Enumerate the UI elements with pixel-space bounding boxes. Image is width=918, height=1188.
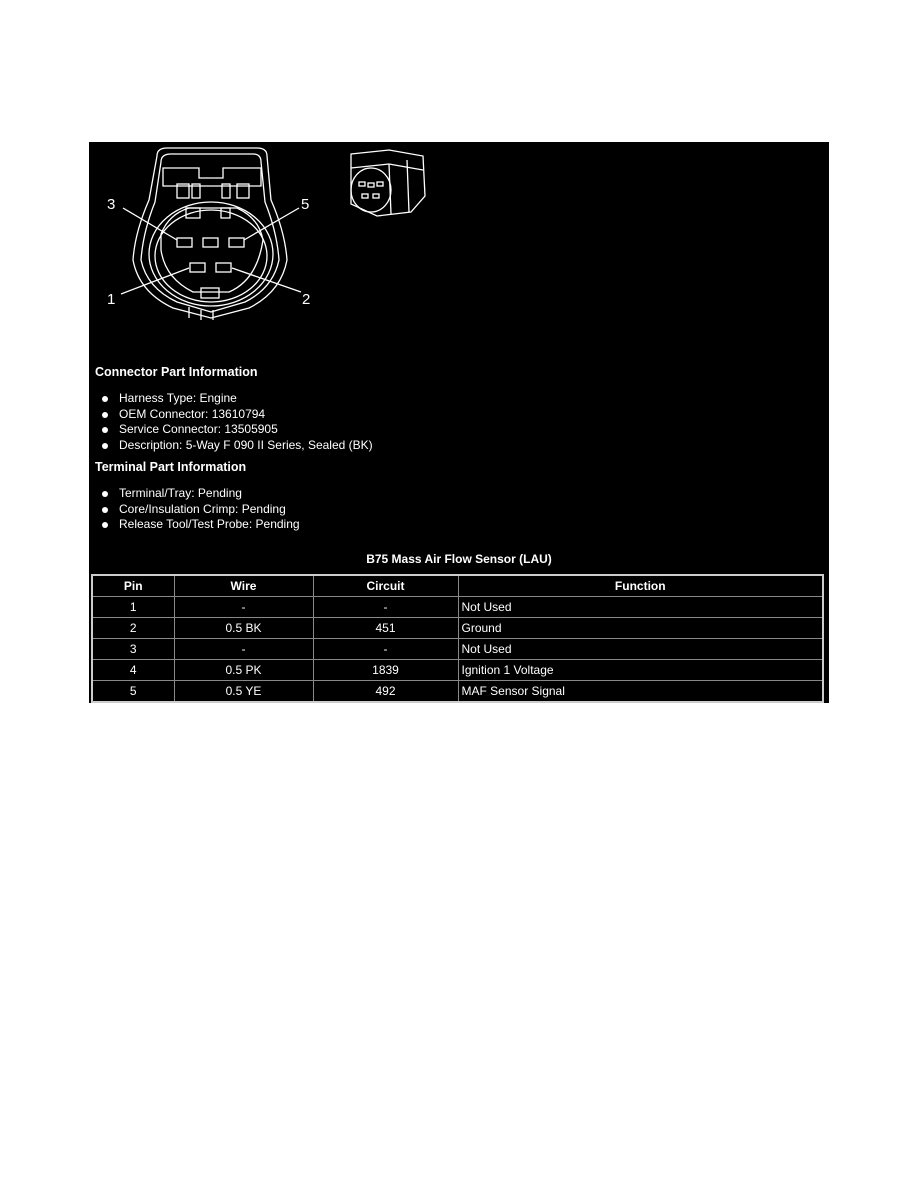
connector-info-list: Harness Type: Engine OEM Connector: 1361… [99, 391, 373, 453]
header-wire: Wire [173, 574, 314, 597]
cell-function: Not Used [457, 638, 824, 660]
table-caption: B75 Mass Air Flow Sensor (LAU) [366, 552, 552, 566]
connector-face-diagram: 3 5 1 2 [107, 147, 426, 320]
table-row: 1--Not Used [91, 596, 824, 618]
header-pin: Pin [91, 574, 175, 597]
cell-circuit: - [312, 596, 459, 618]
cell-function: MAF Sensor Signal [457, 680, 824, 703]
connector-info-heading: Connector Part Information [95, 365, 258, 379]
cell-wire: 0.5 BK [173, 617, 314, 639]
cell-circuit: - [312, 638, 459, 660]
list-item: Terminal/Tray: Pending [99, 486, 300, 502]
list-item: Harness Type: Engine [99, 391, 373, 407]
table-header-row: Pin Wire Circuit Function [91, 574, 824, 597]
connector-face [120, 147, 302, 320]
table-row: 3--Not Used [91, 638, 824, 660]
cell-pin: 4 [91, 659, 175, 681]
header-circuit: Circuit [312, 574, 459, 597]
connector-panel: 3 5 1 2 Connector Part Information Harne… [89, 142, 829, 703]
header-function: Function [457, 574, 824, 597]
pin-label-1: 1 [107, 291, 115, 308]
cell-wire: 0.5 YE [173, 680, 314, 703]
pin-label-2: 2 [302, 291, 310, 308]
list-item: Description: 5-Way F 090 II Series, Seal… [99, 438, 373, 454]
cell-wire: - [173, 638, 314, 660]
terminal-info-heading: Terminal Part Information [95, 460, 247, 474]
cell-circuit: 451 [312, 617, 459, 639]
pin-label-3: 3 [107, 196, 115, 213]
cell-pin: 5 [91, 680, 175, 703]
cell-wire: 0.5 PK [173, 659, 314, 681]
cell-pin: 3 [91, 638, 175, 660]
cell-circuit: 1839 [312, 659, 459, 681]
cell-function: Ground [457, 617, 824, 639]
cell-function: Not Used [457, 596, 824, 618]
cell-circuit: 492 [312, 680, 459, 703]
list-item: OEM Connector: 13610794 [99, 407, 373, 423]
cell-pin: 1 [91, 596, 175, 618]
list-item: Service Connector: 13505905 [99, 422, 373, 438]
list-item: Release Tool/Test Probe: Pending [99, 517, 300, 533]
connector-3d-view [350, 149, 426, 217]
pin-label-5: 5 [301, 196, 309, 213]
list-item: Core/Insulation Crimp: Pending [99, 502, 300, 518]
cell-pin: 2 [91, 617, 175, 639]
cell-function: Ignition 1 Voltage [457, 659, 824, 681]
cell-wire: - [173, 596, 314, 618]
terminal-info-list: Terminal/Tray: Pending Core/Insulation C… [99, 486, 300, 533]
